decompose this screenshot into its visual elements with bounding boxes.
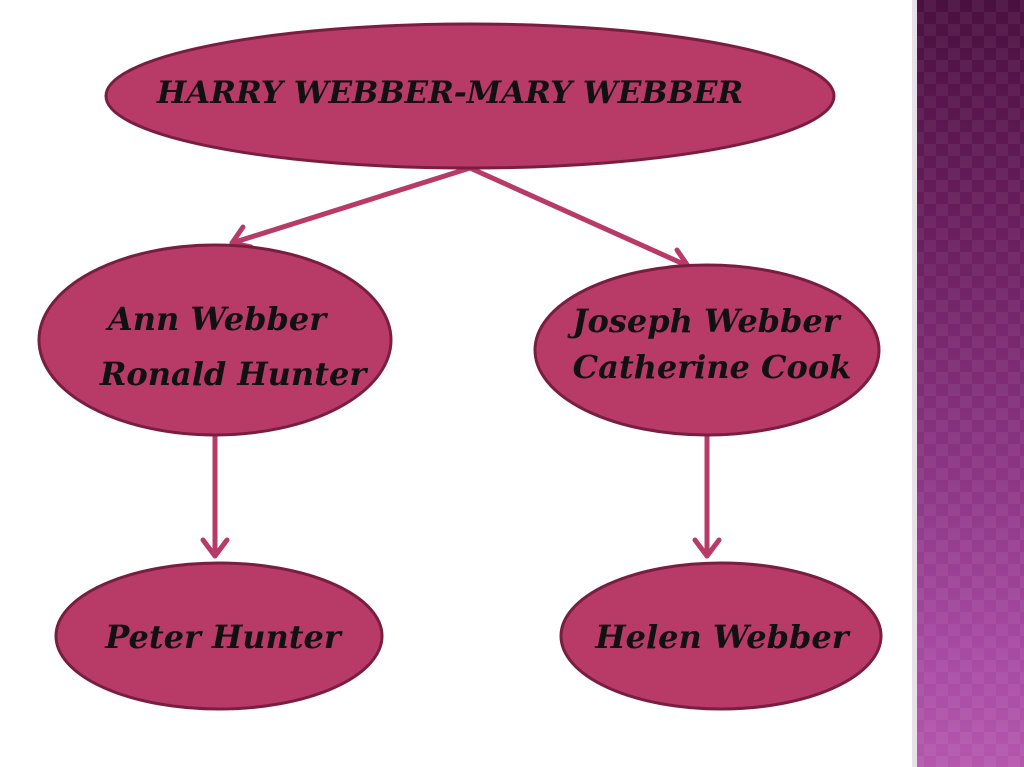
node-left-child-label: Peter Hunter <box>104 618 343 656</box>
node-root-label: HARRY WEBBER-MARY WEBBER <box>156 75 743 111</box>
node-root-shape <box>104 22 836 170</box>
node-right-couple: Joseph Webber Catherine Cook <box>533 263 881 437</box>
node-right-child-shape <box>559 561 883 711</box>
edge-root-right-couple <box>467 165 691 269</box>
node-right-couple-line2: Catherine Cook <box>573 348 852 386</box>
node-right-couple-line1: Joseph Webber <box>566 302 841 340</box>
node-left-child: Peter Hunter <box>54 561 384 711</box>
node-right-child-label: Helen Webber <box>594 618 850 656</box>
node-right-child: Helen Webber <box>559 561 883 711</box>
arrowhead-right-child <box>692 537 722 559</box>
node-left-child-shape <box>54 561 384 711</box>
node-right-couple-shape <box>533 263 881 437</box>
side-decor-band <box>912 0 1024 767</box>
node-root: HARRY WEBBER-MARY WEBBER <box>104 22 836 170</box>
node-left-couple-line1: Ann Webber <box>105 300 328 338</box>
node-left-couple-line2: Ronald Hunter <box>99 355 369 393</box>
node-left-couple-shape <box>37 243 393 437</box>
node-left-couple: Ann Webber Ronald Hunter <box>37 243 393 437</box>
side-decor-edge <box>912 0 917 767</box>
side-decor-pattern <box>912 0 1024 767</box>
connectors <box>200 165 722 559</box>
edge-root-left-couple <box>229 165 473 246</box>
arrowhead-left-child <box>200 537 230 559</box>
